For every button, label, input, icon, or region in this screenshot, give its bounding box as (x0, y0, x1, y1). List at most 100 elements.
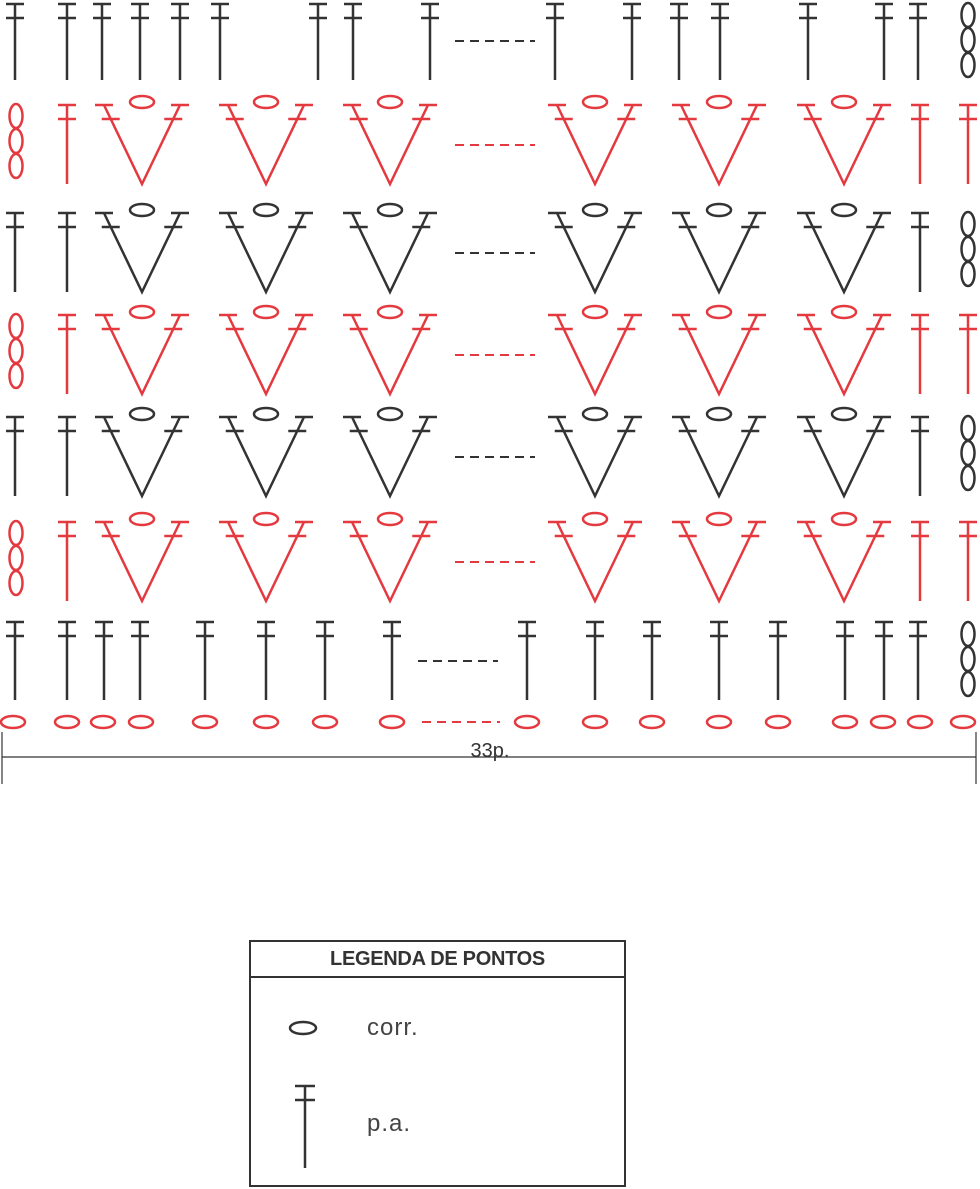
foundation-chain (581, 714, 609, 730)
double-crochet-stitch (58, 520, 76, 601)
double-crochet-stitch (909, 620, 927, 700)
double-crochet-stitch (799, 2, 817, 80)
v-stitch (672, 304, 766, 397)
double-crochet-stitch (309, 2, 327, 80)
v-stitch (797, 304, 891, 397)
double-crochet-stitch (58, 620, 76, 700)
double-crochet-stitch (911, 313, 929, 394)
double-crochet-stitch (875, 2, 893, 80)
v-stitch (219, 406, 313, 499)
double-crochet-stitch (196, 620, 214, 700)
v-stitch (548, 406, 642, 499)
double-crochet-stitch (586, 620, 604, 700)
double-crochet-stitch (6, 2, 24, 80)
double-crochet-stitch (546, 2, 564, 80)
turning-chain (8, 102, 24, 180)
double-crochet-stitch (344, 2, 362, 80)
turning-chain (8, 519, 24, 597)
turning-chain (960, 1, 976, 79)
v-stitch (219, 202, 313, 295)
double-crochet-stitch (383, 620, 401, 700)
v-stitch (95, 304, 189, 397)
legend-label-double-crochet: p.a. (367, 1110, 412, 1137)
turning-chain (960, 210, 976, 288)
double-crochet-stitch (670, 2, 688, 80)
double-crochet-stitch (58, 211, 76, 292)
foundation-chain (127, 714, 155, 730)
v-stitch (95, 406, 189, 499)
double-crochet-stitch (959, 313, 977, 394)
double-crochet-stitch (911, 415, 929, 496)
v-stitch (797, 202, 891, 295)
v-stitch (548, 94, 642, 187)
double-crochet-stitch (421, 2, 439, 80)
foundation-chain (949, 714, 977, 730)
foundation-chain (191, 714, 219, 730)
v-stitch (797, 94, 891, 187)
foundation-chain (252, 714, 280, 730)
double-crochet-stitch (836, 620, 854, 700)
v-stitch (672, 202, 766, 295)
crochet-chart (0, 1, 977, 784)
double-crochet-stitch (58, 103, 76, 184)
double-crochet-stitch (643, 620, 661, 700)
v-stitch (548, 202, 642, 295)
v-stitch (672, 511, 766, 604)
stitch-legend: LEGENDA DE PONTOS corr. p.a. (249, 940, 626, 1187)
double-crochet-stitch (6, 620, 24, 700)
double-crochet-stitch (6, 211, 24, 292)
foundation-chain (831, 714, 859, 730)
legend-title: LEGENDA DE PONTOS (251, 942, 624, 978)
double-crochet-stitch (257, 620, 275, 700)
turning-chain (960, 620, 976, 698)
turning-chain (960, 414, 976, 492)
foundation-chain (89, 714, 117, 730)
v-stitch (797, 511, 891, 604)
foundation-chain (513, 714, 541, 730)
legend-label-chain: corr. (367, 1014, 419, 1041)
double-crochet-stitch (316, 620, 334, 700)
foundation-chain (378, 714, 406, 730)
v-stitch (95, 511, 189, 604)
foundation-chain (764, 714, 792, 730)
foundation-chain (638, 714, 666, 730)
v-stitch (95, 94, 189, 187)
double-crochet-stitch (58, 415, 76, 496)
double-crochet-stitch (959, 103, 977, 184)
v-stitch (343, 94, 437, 187)
v-stitch (343, 202, 437, 295)
v-stitch (219, 94, 313, 187)
double-crochet-stitch (6, 415, 24, 496)
v-stitch (95, 202, 189, 295)
v-stitch (343, 304, 437, 397)
v-stitch (548, 511, 642, 604)
v-stitch (672, 406, 766, 499)
double-crochet-stitch (211, 2, 229, 80)
foundation-chain (53, 714, 81, 730)
stitch-count-label: 33p. (470, 740, 510, 762)
double-crochet-stitch (959, 520, 977, 601)
double-crochet-stitch (710, 620, 728, 700)
double-crochet-stitch (769, 620, 787, 700)
double-crochet-stitch (911, 103, 929, 184)
double-crochet-stitch (58, 313, 76, 394)
double-crochet-stitch (131, 620, 149, 700)
foundation-chain (0, 714, 27, 730)
double-crochet-stitch (711, 2, 729, 80)
v-stitch (219, 511, 313, 604)
turning-chain (8, 312, 24, 390)
v-stitch (219, 304, 313, 397)
double-crochet-stitch (131, 2, 149, 80)
double-crochet-stitch (58, 2, 76, 80)
double-crochet-stitch (875, 620, 893, 700)
v-stitch (672, 94, 766, 187)
v-stitch (797, 406, 891, 499)
double-crochet-stitch (518, 620, 536, 700)
v-stitch (343, 511, 437, 604)
double-crochet-stitch (93, 2, 111, 80)
foundation-chain (869, 714, 897, 730)
double-crochet-stitch (623, 2, 641, 80)
double-crochet-stitch (909, 2, 927, 80)
foundation-chain (705, 714, 733, 730)
foundation-chain (311, 714, 339, 730)
